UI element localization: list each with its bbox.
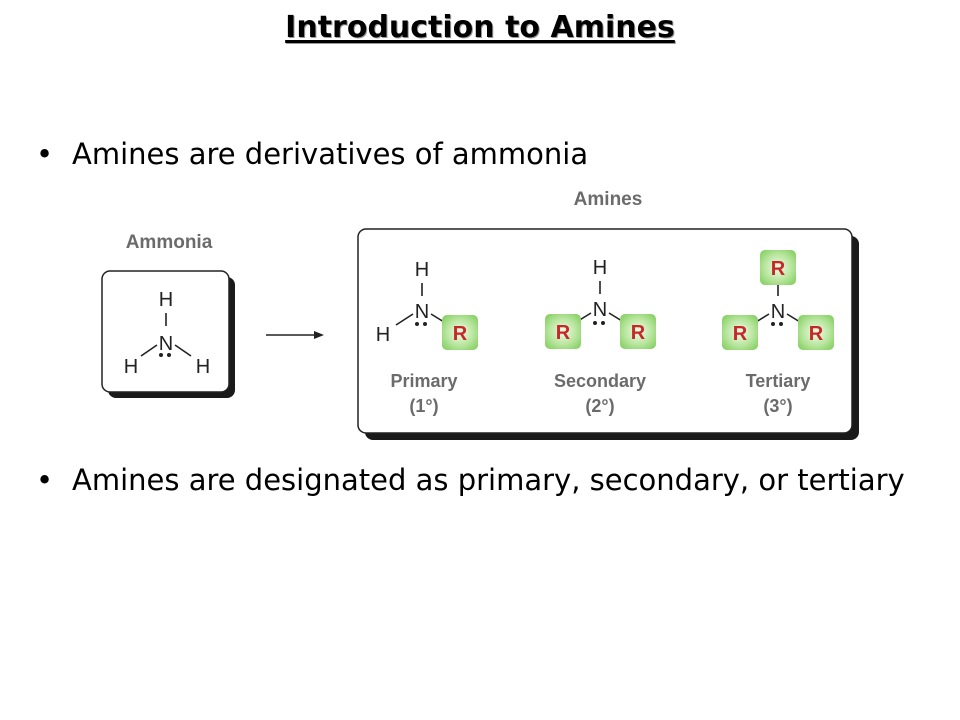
r-group-box <box>722 315 758 350</box>
primary-degree: (1°) <box>409 396 438 416</box>
tertiary-amine-molecule: R N R R <box>722 250 834 350</box>
amines-label: Amines <box>574 189 643 210</box>
r-group-label: R <box>771 258 786 280</box>
atom-n: N <box>159 333 173 355</box>
atom-h: H <box>376 324 390 346</box>
atom-n: N <box>415 301 429 323</box>
atom-h: H <box>415 259 429 281</box>
ammonia-molecule: H N H H <box>124 289 210 378</box>
r-group-box <box>760 250 796 285</box>
primary-label: Primary <box>390 371 457 391</box>
tertiary-degree: (3°) <box>763 396 792 416</box>
r-group-box <box>442 315 478 350</box>
r-group-label: R <box>733 323 748 345</box>
bullet-dot: • <box>36 463 54 497</box>
atom-n: N <box>593 299 607 321</box>
ammonia-box <box>101 270 230 393</box>
secondary-amine-molecule: H N R R <box>545 257 656 349</box>
ammonia-label: Ammonia <box>126 232 213 253</box>
r-group-label: R <box>453 323 468 345</box>
amines-box <box>357 228 853 434</box>
primary-amine-molecule: H N H R <box>376 259 478 350</box>
r-group-box <box>545 314 581 349</box>
tertiary-label: Tertiary <box>746 371 811 391</box>
atom-n: N <box>771 301 785 323</box>
reaction-arrow <box>266 331 324 339</box>
bullet-dot: • <box>36 137 54 171</box>
atom-h: H <box>593 257 607 279</box>
r-group-label: R <box>556 322 571 344</box>
r-group-label: R <box>809 323 824 345</box>
secondary-degree: (2°) <box>585 396 614 416</box>
r-group-box <box>798 315 834 350</box>
r-group-label: R <box>631 322 646 344</box>
bullet-text: Amines are designated as primary, second… <box>72 463 905 497</box>
bullet-text: Amines are derivatives of ammonia <box>72 137 589 171</box>
atom-h: H <box>159 289 173 311</box>
secondary-label: Secondary <box>554 371 646 391</box>
atom-h: H <box>124 356 138 378</box>
slide-title: Introduction to Amines <box>285 10 675 45</box>
atom-h: H <box>196 356 210 378</box>
r-group-box <box>620 314 656 349</box>
